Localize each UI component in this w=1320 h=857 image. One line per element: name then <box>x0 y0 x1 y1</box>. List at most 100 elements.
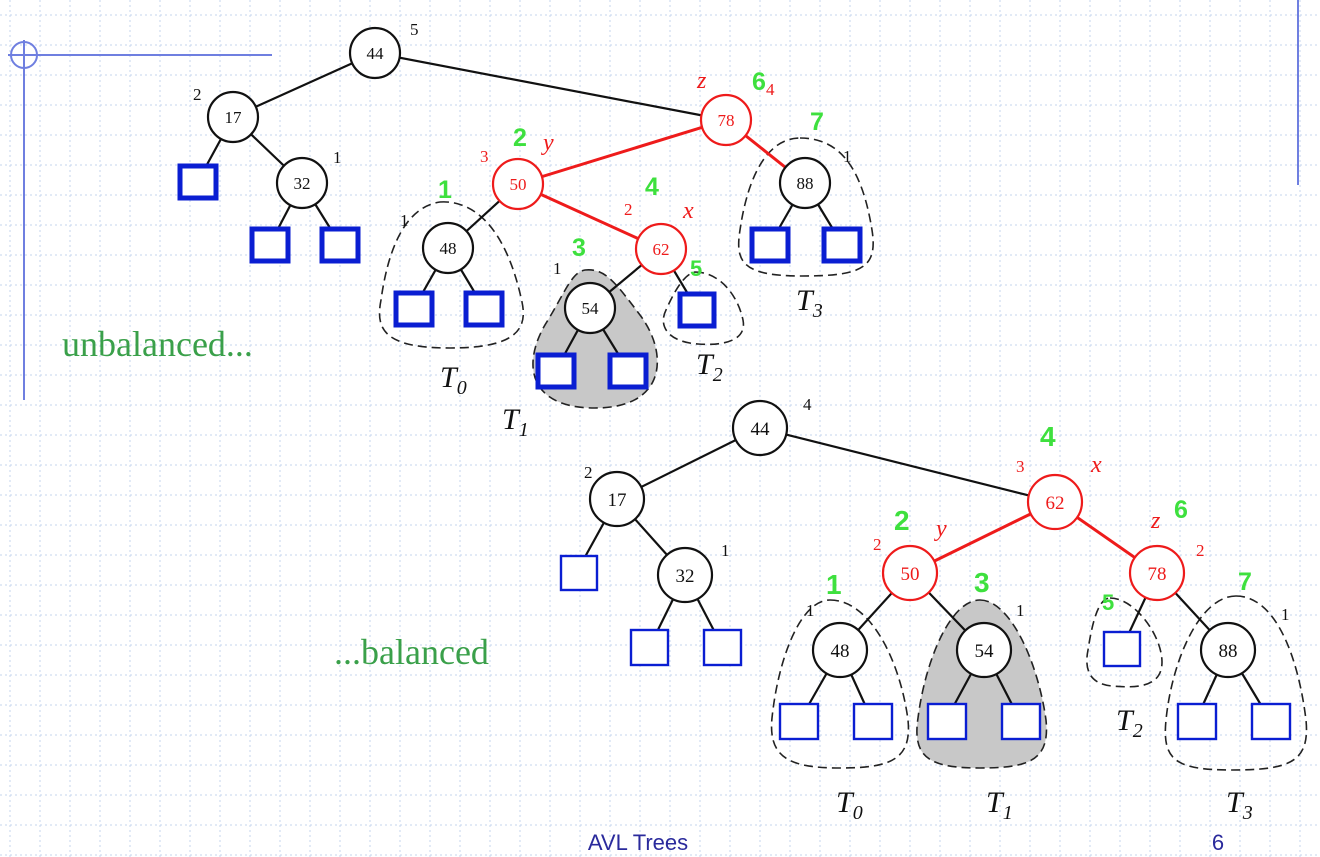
leaf-node <box>677 291 717 329</box>
edge-44-78 <box>374 51 727 122</box>
subtree-label-t2: T2 <box>696 348 723 386</box>
node-key: 50 <box>901 564 920 585</box>
node-32: 32 1 <box>275 148 342 210</box>
node-17: 17 2 <box>193 85 260 144</box>
node-height: 1 <box>400 211 409 230</box>
node-role-z: z <box>1150 508 1161 534</box>
subtree-label-t3: T3 <box>1226 786 1253 824</box>
subtree-outline-t0 <box>770 599 910 769</box>
subtree-label-t1: T1 <box>986 786 1013 824</box>
node-role-z: z <box>696 68 707 94</box>
node-key: 50 <box>510 175 527 194</box>
subtree-label-t0: T0 <box>440 361 467 399</box>
subtree-outline-t2 <box>1086 597 1163 688</box>
subtree-label-t2: T2 <box>1116 704 1143 742</box>
leaf-node <box>1250 702 1292 741</box>
node-key: 48 <box>831 641 850 662</box>
node-key: 88 <box>797 174 814 193</box>
leaf-node <box>319 226 361 264</box>
node-key: 78 <box>718 111 735 130</box>
node-62: 62 3 x 4 <box>1016 421 1102 531</box>
leaf-node <box>1176 702 1218 741</box>
leaf-order: 5 <box>690 256 702 281</box>
node-order: 1 <box>826 569 842 600</box>
leaf-node <box>177 163 219 201</box>
node-50: 50 3 y 2 <box>480 124 554 211</box>
leaf-node <box>852 702 894 741</box>
node-48: 48 1 1 <box>806 569 869 679</box>
node-order: 3 <box>974 567 990 598</box>
node-order: 3 <box>572 234 586 262</box>
leaf-node <box>702 628 743 667</box>
node-88: 88 1 7 <box>778 108 852 210</box>
node-key: 62 <box>653 240 670 259</box>
node-order: 6 <box>1174 496 1188 524</box>
caption-unbalanced: unbalanced... <box>62 324 253 364</box>
node-height: 4 <box>803 395 812 414</box>
leaf-node <box>393 290 435 328</box>
node-order: 2 <box>894 505 910 536</box>
node-height: 2 <box>193 85 202 104</box>
subtree-outline-t2 <box>662 271 745 346</box>
edge-44-62 <box>759 426 1056 504</box>
node-order: 2 <box>513 124 527 152</box>
node-44: 44 5 <box>348 20 419 80</box>
leaf-node <box>629 628 670 667</box>
leaf-node <box>926 702 968 741</box>
node-key: 17 <box>225 108 243 127</box>
node-44: 44 4 <box>731 395 812 457</box>
leaf-node <box>559 554 599 592</box>
node-height: 1 <box>721 541 730 560</box>
node-height: 3 <box>480 147 489 166</box>
node-height: 1 <box>1281 605 1290 624</box>
node-78: 78 2 z 6 <box>1128 496 1205 602</box>
subtree-label-t3: T3 <box>796 284 823 322</box>
node-key: 62 <box>1046 493 1065 514</box>
subtree-outline-t0 <box>378 201 524 349</box>
subtree-label-t0: T0 <box>836 786 863 824</box>
node-height: 1 <box>806 601 815 620</box>
node-32: 32 1 <box>656 541 730 604</box>
node-role-y: y <box>541 130 554 156</box>
node-height: 2 <box>873 535 882 554</box>
leaf-node <box>249 226 291 264</box>
node-order: 1 <box>438 176 452 204</box>
node-order: 6 <box>752 68 766 96</box>
subtree-label-t1: T1 <box>502 403 529 441</box>
leaf-order: 5 <box>1102 590 1114 615</box>
node-50: 50 2 y 2 <box>873 505 947 602</box>
node-key: 32 <box>294 174 311 193</box>
node-key: 32 <box>676 566 695 587</box>
edge-50-62 <box>517 182 662 251</box>
node-role-y: y <box>934 516 947 542</box>
node-62: 62 2 x 4 <box>624 173 694 276</box>
node-17: 17 2 <box>584 463 646 528</box>
node-54: 54 1 3 <box>553 234 617 335</box>
tree-balanced: 44 4 17 2 62 3 x 4 32 1 50 2 y 2 <box>334 395 1308 824</box>
node-key: 48 <box>440 239 457 258</box>
leaf-node <box>1102 630 1142 668</box>
subtree-outline-t3 <box>1164 595 1308 771</box>
node-order: 7 <box>1238 568 1252 596</box>
subtree-outline-t3 <box>737 137 874 277</box>
node-height: 2 <box>624 200 633 219</box>
node-88: 88 1 7 <box>1199 568 1290 679</box>
node-key: 88 <box>1219 641 1238 662</box>
slide-decoration <box>8 0 1299 400</box>
node-48: 48 1 1 <box>400 176 475 275</box>
node-height: 5 <box>410 20 419 39</box>
leaf-node <box>607 352 649 390</box>
footer-title: AVL Trees <box>588 830 688 855</box>
leaf-node <box>535 352 577 390</box>
node-key: 54 <box>582 299 600 318</box>
node-key: 17 <box>608 490 627 511</box>
node-key: 54 <box>975 641 995 662</box>
leaf-node <box>1000 702 1042 741</box>
node-key: 78 <box>1148 564 1167 585</box>
node-height: 4 <box>766 80 775 99</box>
page-number: 6 <box>1212 830 1224 855</box>
node-role-x: x <box>682 198 694 224</box>
